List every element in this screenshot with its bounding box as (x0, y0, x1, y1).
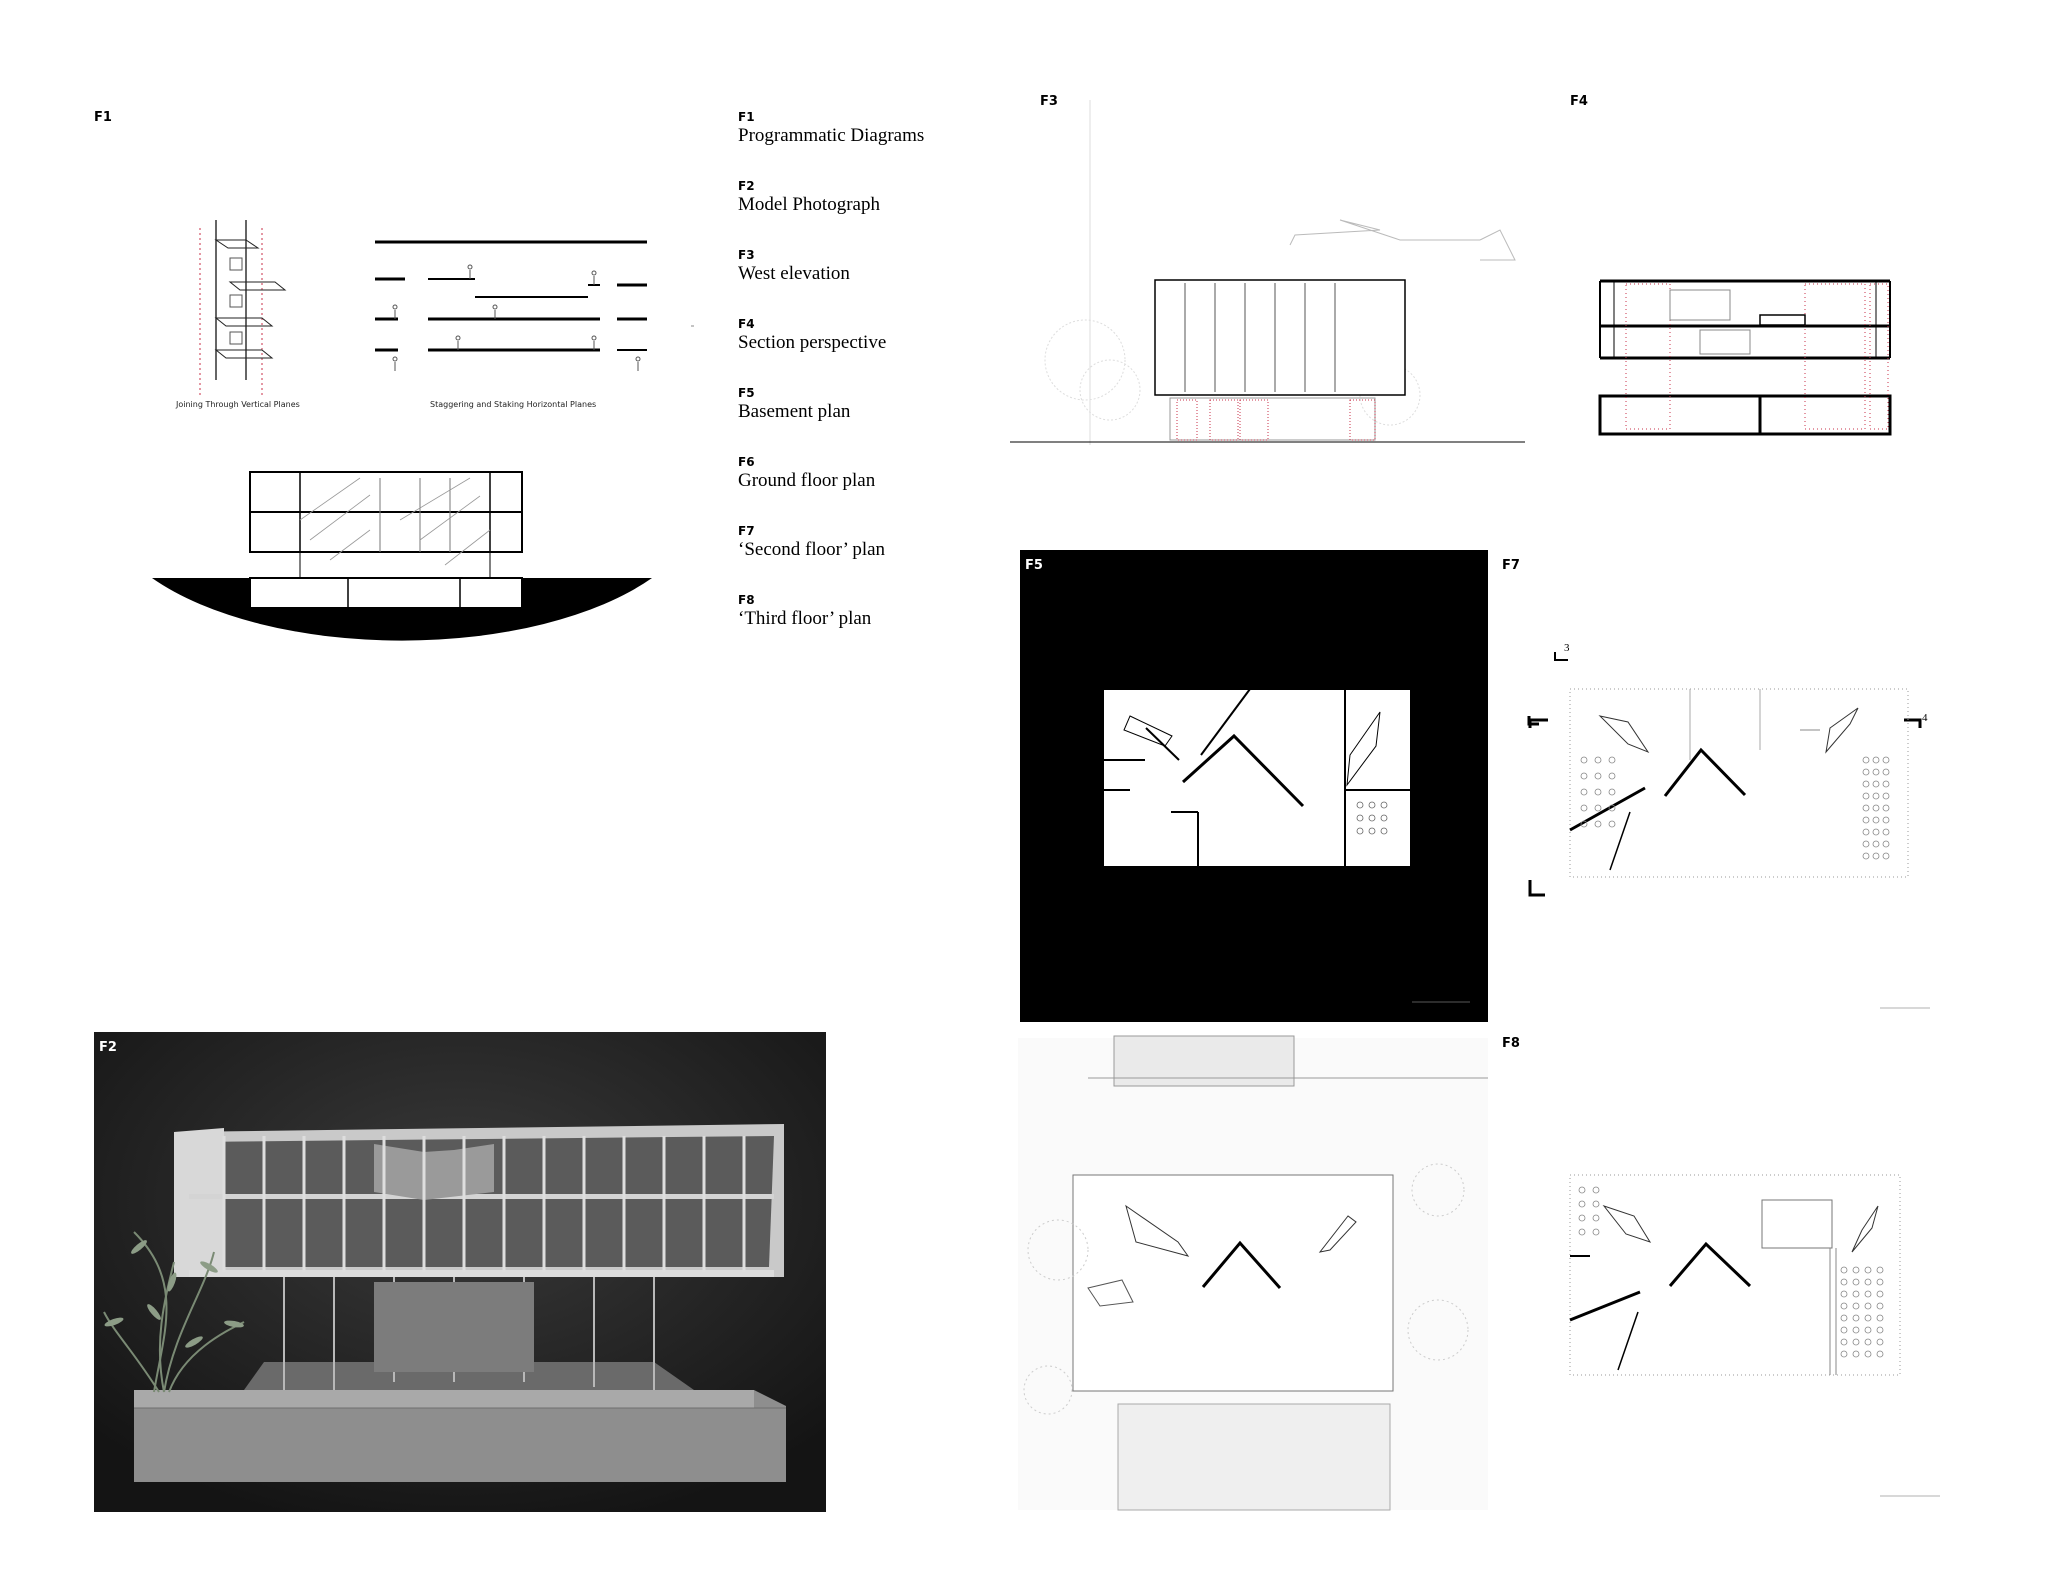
f8-third-floor-plan: F8 (1500, 1030, 1940, 1510)
legend-text: West elevation (738, 263, 850, 284)
f3-label: F3 (1040, 94, 1058, 109)
legend-item: F7‘Second floor’ plan (738, 524, 998, 593)
legend-text: Section perspective (738, 332, 887, 353)
f6-ground-floor-plan: F6 (1018, 1030, 1488, 1511)
f6-plan-drawing (1018, 1035, 1488, 1511)
legend-code: F8 (738, 593, 755, 607)
f1-caption-horizontal: Staggering and Staking Horizontal Planes (430, 400, 597, 409)
f2-model-photograph: F2 (94, 1032, 826, 1512)
legend-code: F4 (738, 317, 755, 331)
legend-code: F5 (738, 386, 755, 400)
legend-code: F3 (738, 248, 755, 262)
legend-code: F1 (738, 110, 755, 124)
f1-label: F1 (94, 110, 112, 125)
f4-section-drawing (1598, 279, 1892, 436)
f3-elevation-drawing (1010, 100, 1525, 445)
legend-code: F7 (738, 524, 755, 538)
f4-label: F4 (1570, 94, 1588, 109)
model-photo-illustration (94, 1032, 826, 1512)
f5-label: F5 (1025, 558, 1043, 573)
f1-programmatic-diagrams: F1 (0, 0, 720, 720)
f7-label: F7 (1502, 558, 1520, 573)
f2-label: F2 (99, 1040, 117, 1055)
legend-text: Ground floor plan (738, 470, 876, 491)
f5-basement-plan: F5 (1020, 550, 1488, 1022)
f7-section-mark-3: 3 (1564, 642, 1570, 654)
f1-section-diagram (152, 471, 652, 641)
legend-text: Model Photograph (738, 194, 880, 215)
f1-caption-vertical: Joining Through Vertical Planes (176, 400, 300, 409)
legend-item: F8‘Third floor’ plan (738, 593, 998, 662)
f7-plan-drawing (1527, 652, 1930, 1009)
legend-text: Basement plan (738, 401, 851, 422)
legend-text: ‘Third floor’ plan (738, 608, 872, 629)
legend-code: F2 (738, 179, 755, 193)
legend-text: ‘Second floor’ plan (738, 539, 886, 560)
f5-plan-drawing (1104, 688, 1470, 1003)
f1-horizontal-planes-diagram (375, 240, 694, 371)
legend-text: Programmatic Diagrams (738, 125, 925, 146)
f4-section-perspective: F4 (1560, 90, 1900, 460)
legend-code: F6 (738, 455, 755, 469)
f1-vertical-planes-diagram (199, 220, 287, 395)
f8-plan-drawing (1569, 1174, 1940, 1497)
f3-west-elevation: F3 (1010, 90, 1530, 460)
f8-label: F8 (1502, 1036, 1520, 1051)
f7-second-floor-plan: F7 3 4 (1500, 550, 1940, 1022)
f7-section-mark-4: 4 (1922, 712, 1928, 724)
